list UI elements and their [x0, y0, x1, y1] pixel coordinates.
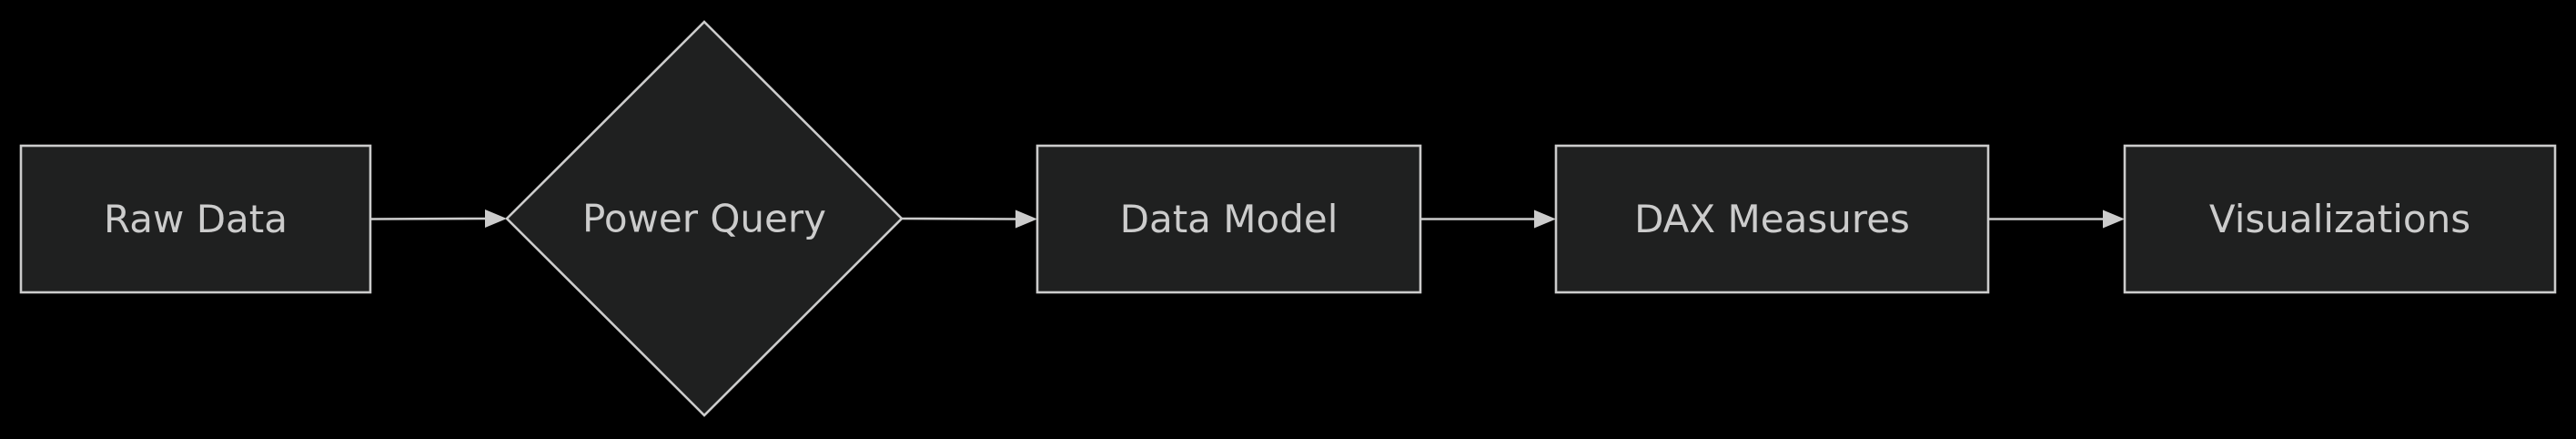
node-data-model: Data Model [1035, 144, 1422, 294]
edge-dax-measures-to-visualizations [1988, 209, 2125, 229]
node-raw-data-label: Raw Data [104, 197, 288, 241]
node-visualizations-box [2123, 144, 2557, 294]
node-dax-measures-label: DAX Measures [1634, 197, 1910, 241]
node-raw-data-box [19, 144, 372, 294]
edge-raw-data-to-power-query [369, 209, 507, 228]
node-power-query-diamond [505, 20, 904, 417]
arrowhead-icon [1015, 209, 1037, 229]
nodes-layer: Raw Data Power Query Data Model DAX Measure… [19, 20, 2557, 417]
edge-data-model-to-dax-measures [1420, 209, 1556, 229]
node-raw-data: Raw Data [19, 144, 372, 294]
node-data-model-box [1035, 144, 1422, 294]
node-dax-measures-box [1554, 144, 1990, 294]
arrowhead-icon [485, 209, 507, 228]
node-visualizations-label: Visualizations [2209, 197, 2470, 241]
arrowhead-icon [1534, 209, 1556, 229]
node-dax-measures: DAX Measures [1554, 144, 1990, 294]
edge-line [901, 217, 1016, 220]
edges-layer [369, 209, 2125, 229]
arrowhead-icon [2103, 209, 2125, 229]
edge-power-query-to-data-model [901, 209, 1037, 229]
node-visualizations: Visualizations [2123, 144, 2557, 294]
edge-line [369, 217, 486, 220]
node-data-model-label: Data Model [1120, 197, 1339, 241]
node-power-query: Power Query [505, 20, 904, 417]
node-power-query-label: Power Query [582, 197, 826, 241]
